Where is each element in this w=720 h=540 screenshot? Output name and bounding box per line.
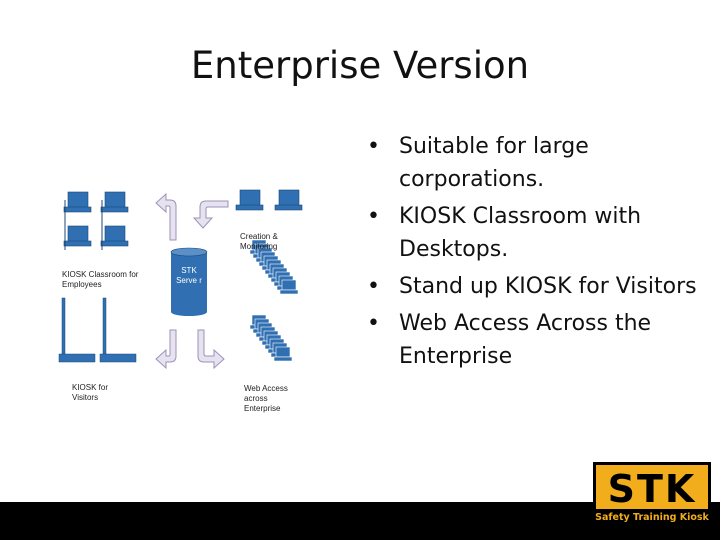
creation-label: Creation & Monitoring	[240, 232, 278, 251]
web-access-label: Web Access across Enterprise	[244, 384, 288, 413]
computer-icon	[63, 225, 92, 247]
visitor-kiosks	[58, 297, 137, 363]
stk-logo: STK Safety Training Kiosk	[593, 462, 711, 530]
logo-badge: STK	[596, 465, 708, 509]
computer-icon	[273, 346, 293, 362]
computer-icon	[274, 189, 303, 211]
kiosk-icon	[99, 297, 137, 363]
creation-computers	[235, 189, 303, 211]
bullet-marker: •	[367, 134, 380, 159]
bullet-text: Web Access Across the Enterprise	[399, 311, 652, 369]
arrow-down-right-lower	[197, 329, 225, 370]
bullet-marker: •	[367, 274, 380, 299]
bullet-text: Suitable for large corporations.	[399, 134, 589, 192]
logo-subtitle: Safety Training Kiosk	[595, 512, 709, 523]
logo-text: STK	[607, 467, 697, 511]
network-diagram: KIOSK Classroom for Employees KIOSK for …	[0, 0, 365, 440]
bullet-list: • Suitable for large corporations. • KIOSK…	[365, 130, 710, 377]
slide-title: Enterprise Version	[190, 44, 530, 87]
arrow-down-left-lower	[155, 329, 177, 370]
computer-icon	[100, 225, 129, 247]
diagram-graphics	[58, 189, 303, 370]
arrow-down-left	[192, 200, 229, 229]
classroom-label: KIOSK Classroom for Employees	[62, 270, 139, 289]
bullet-marker: •	[367, 311, 380, 336]
web-access-computers-lower	[249, 314, 293, 362]
bullet-text: Stand up KIOSK for Visitors	[399, 274, 697, 299]
bullet-item: • Web Access Across the Enterprise	[365, 307, 710, 373]
bullet-item: • Stand up KIOSK for Visitors	[365, 270, 710, 303]
server-label: STK Serve r	[176, 266, 202, 285]
server-icon	[170, 247, 208, 316]
classroom-computers	[63, 191, 129, 250]
kiosk-label: KIOSK for Visitors	[72, 383, 109, 402]
computer-icon	[235, 189, 264, 211]
bullet-item: • KIOSK Classroom with Desktops.	[365, 200, 710, 266]
bullet-item: • Suitable for large corporations.	[365, 130, 710, 196]
bullet-marker: •	[367, 204, 380, 229]
computer-icon	[63, 191, 92, 213]
computer-icon	[100, 191, 129, 213]
computer-icon	[279, 279, 299, 295]
kiosk-icon	[58, 297, 96, 363]
bullet-text: KIOSK Classroom with Desktops.	[399, 204, 642, 262]
flow-arrows	[155, 192, 229, 370]
arrow-up-left	[155, 192, 177, 241]
